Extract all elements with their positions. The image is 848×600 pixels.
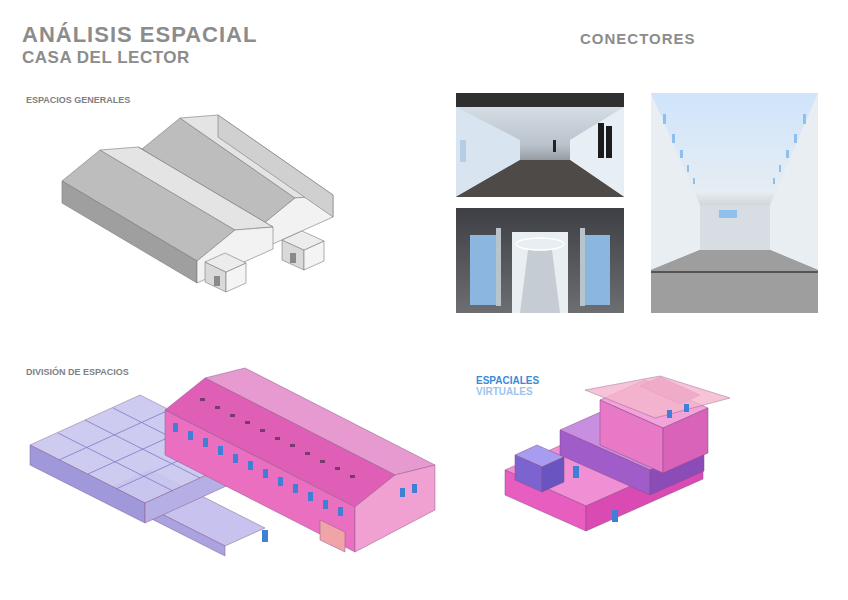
board-title: ANÁLISIS ESPACIAL — [22, 22, 257, 48]
exploded-axonometric — [505, 376, 730, 531]
category-label: ESPACIALES — [476, 375, 539, 386]
general-massing — [62, 115, 333, 292]
photo-corridor — [456, 93, 624, 197]
section-heading: CONECTORES — [580, 30, 696, 47]
section-label: ESPACIOS GENERALES — [26, 95, 130, 105]
board-subtitle: CASA DEL LECTOR — [22, 48, 190, 68]
section-label: DIVISIÓN DE ESPACIOS — [26, 367, 129, 377]
category-label: VIRTUALES — [476, 386, 533, 397]
photo-long-hall — [651, 93, 818, 313]
photo-stair-hall — [456, 208, 624, 313]
division-massing — [30, 368, 435, 556]
